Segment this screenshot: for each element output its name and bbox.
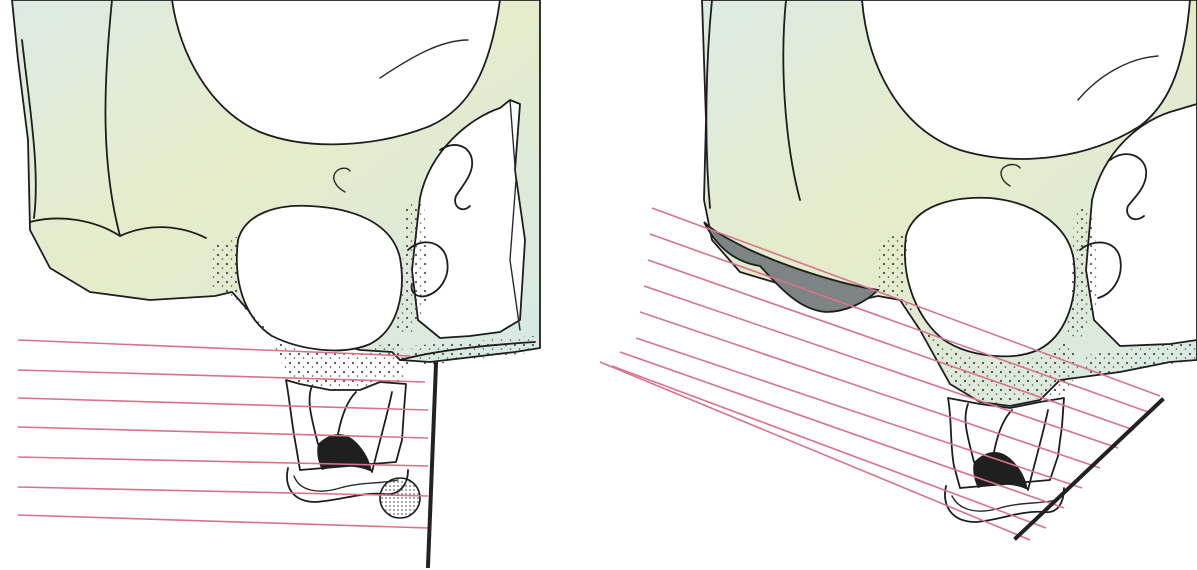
right-tooth-crown bbox=[945, 486, 1064, 522]
left-adjacent-crown bbox=[380, 478, 420, 518]
left-ray bbox=[18, 487, 428, 496]
right-panel bbox=[600, 0, 1197, 540]
left-film-plate bbox=[428, 364, 436, 566]
left-ray bbox=[18, 515, 428, 528]
left-panel bbox=[12, 0, 540, 566]
